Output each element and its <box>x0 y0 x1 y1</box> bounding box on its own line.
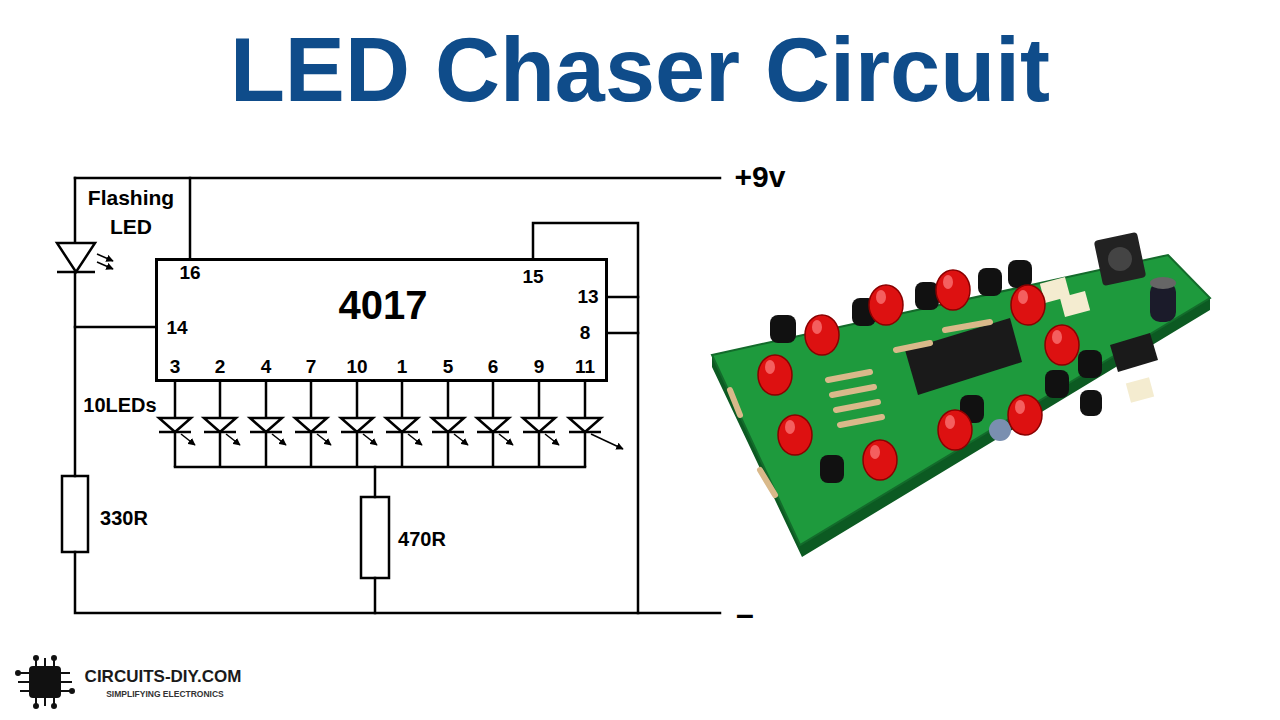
led-symbol <box>204 382 240 467</box>
pin-number: 8 <box>580 323 591 342</box>
pin-number: 4 <box>261 357 272 376</box>
pin-number: 16 <box>179 263 200 282</box>
led-symbol <box>159 382 195 467</box>
pin-number: 13 <box>577 287 598 306</box>
logo-icon <box>16 656 74 708</box>
wire <box>608 296 638 299</box>
pin-number: 1 <box>397 357 408 376</box>
led-symbol <box>295 382 331 467</box>
pin-number: 5 <box>443 357 454 376</box>
wire <box>75 326 155 329</box>
wire <box>74 178 77 243</box>
wire <box>189 178 192 258</box>
led-symbol <box>386 382 422 467</box>
led-symbol <box>250 382 286 467</box>
ic-chip: 4017161432471015691115138 <box>155 258 608 382</box>
cathode-bus <box>175 466 585 469</box>
pin-number: 14 <box>166 318 187 337</box>
resistor-value: 330R <box>100 508 148 528</box>
pin-number: 15 <box>522 267 543 286</box>
led-symbol <box>523 382 559 467</box>
led-symbol <box>341 382 377 467</box>
wire <box>608 332 638 335</box>
resistor-symbol <box>361 497 389 578</box>
pin-number: 2 <box>215 357 226 376</box>
wire <box>374 578 377 613</box>
led-row <box>159 382 623 467</box>
ground-label: – <box>736 598 754 630</box>
led-label: Flashing LED <box>76 183 186 241</box>
pin-number: 6 <box>488 357 499 376</box>
pin-number: 9 <box>534 357 545 376</box>
wire <box>374 467 377 497</box>
pin-number: 11 <box>575 357 595 376</box>
chip-number: 4017 <box>339 285 428 325</box>
resistor-symbol <box>62 476 88 552</box>
led-symbol <box>477 382 513 467</box>
led-symbol <box>432 382 468 467</box>
flashing-led-symbol <box>57 243 113 272</box>
led-row-label: 10LEDs <box>83 395 156 415</box>
logo-text: CIRCUITS-DIY.COM <box>85 668 242 685</box>
pin-number: 10 <box>346 357 367 376</box>
title: LED Chaser Circuit <box>230 25 1050 115</box>
ground-rail <box>75 552 720 613</box>
supply-label: +9v <box>735 162 786 192</box>
resistor-value: 470R <box>398 529 446 549</box>
supply-rail <box>75 177 720 180</box>
pcb-photo <box>712 232 1210 557</box>
logo-tagline: SIMPLIFYING ELECTRONICS <box>106 690 224 699</box>
led-symbol <box>569 382 623 467</box>
pin-number: 3 <box>170 357 181 376</box>
pin-number: 7 <box>306 357 317 376</box>
wire <box>74 272 77 476</box>
